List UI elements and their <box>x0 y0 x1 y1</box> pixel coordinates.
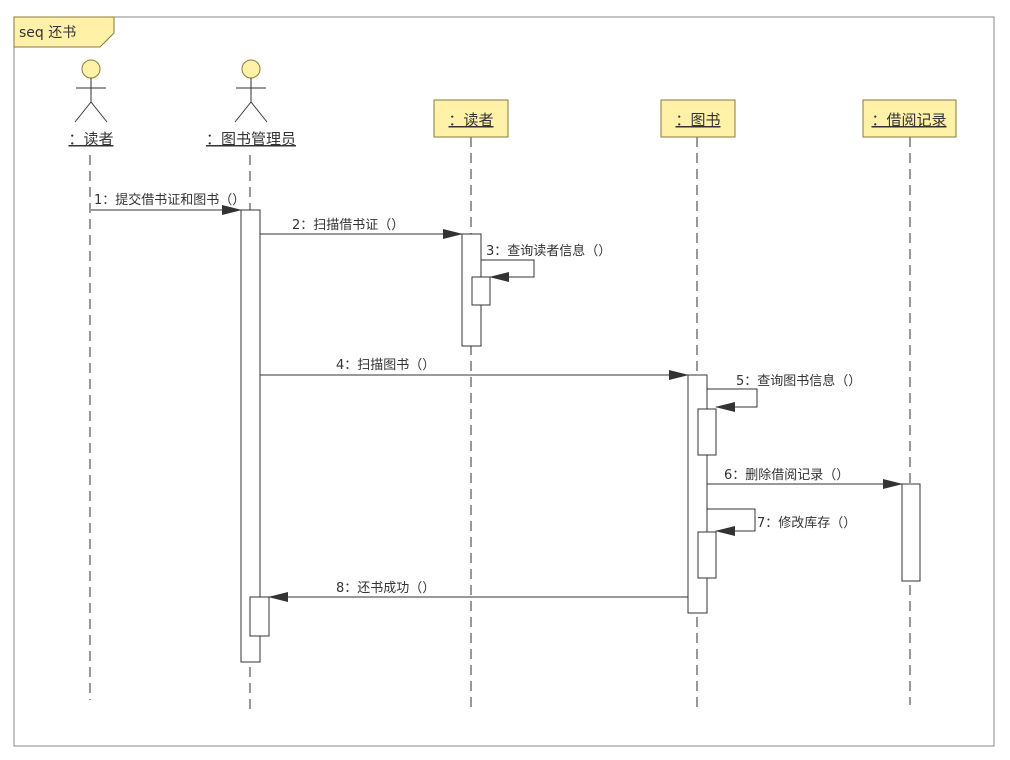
messages <box>91 205 903 602</box>
message-5-arrow <box>707 388 758 412</box>
activation-reader-nested <box>471 276 491 306</box>
activation-book-nested-1 <box>697 408 717 456</box>
message-6-label: 6：删除借阅记录（） <box>724 468 849 483</box>
message-8-label: 8：还书成功（） <box>336 581 435 596</box>
activation-librarian-nested <box>249 596 270 637</box>
activation-librarian <box>240 209 261 663</box>
actor-reader-icon <box>74 59 108 123</box>
participant-reader-box <box>433 99 509 138</box>
activation-book-nested-2 <box>697 531 717 579</box>
message-2-label: 2：扫描借书证（） <box>292 218 404 233</box>
participant-record-label: ：借阅记录 <box>871 111 946 129</box>
participant-record-box <box>862 99 957 138</box>
message-1-label: 1：提交借书证和图书（） <box>94 192 245 208</box>
message-7-label: 7：修改库存（） <box>757 515 856 531</box>
message-3-arrow <box>481 259 535 282</box>
activations <box>240 209 921 663</box>
participant-reader-label: ：读者 <box>448 111 493 129</box>
message-7-arrow <box>707 508 756 536</box>
message-5-label: 5：查询图书信息（） <box>736 373 861 389</box>
participant-book-label: ：图书 <box>675 111 720 129</box>
actor-librarian-label: ：图书管理员 <box>206 130 296 148</box>
activation-record <box>901 483 921 582</box>
actor-reader-label: ：读者 <box>68 130 113 148</box>
frame-label: seq 还书 <box>19 25 76 41</box>
frame-label-tab <box>13 16 115 48</box>
message-3-label: 3：查询读者信息（） <box>486 243 611 259</box>
message-4-label: 4：扫描图书（） <box>336 358 435 373</box>
message-labels: 1：提交借书证和图书（） 2：扫描借书证（） 3：查询读者信息（） 4：扫描图书… <box>94 192 861 596</box>
diagram-frame <box>13 16 995 747</box>
participant-book-box <box>660 99 736 138</box>
actor-librarian-icon <box>234 59 268 123</box>
